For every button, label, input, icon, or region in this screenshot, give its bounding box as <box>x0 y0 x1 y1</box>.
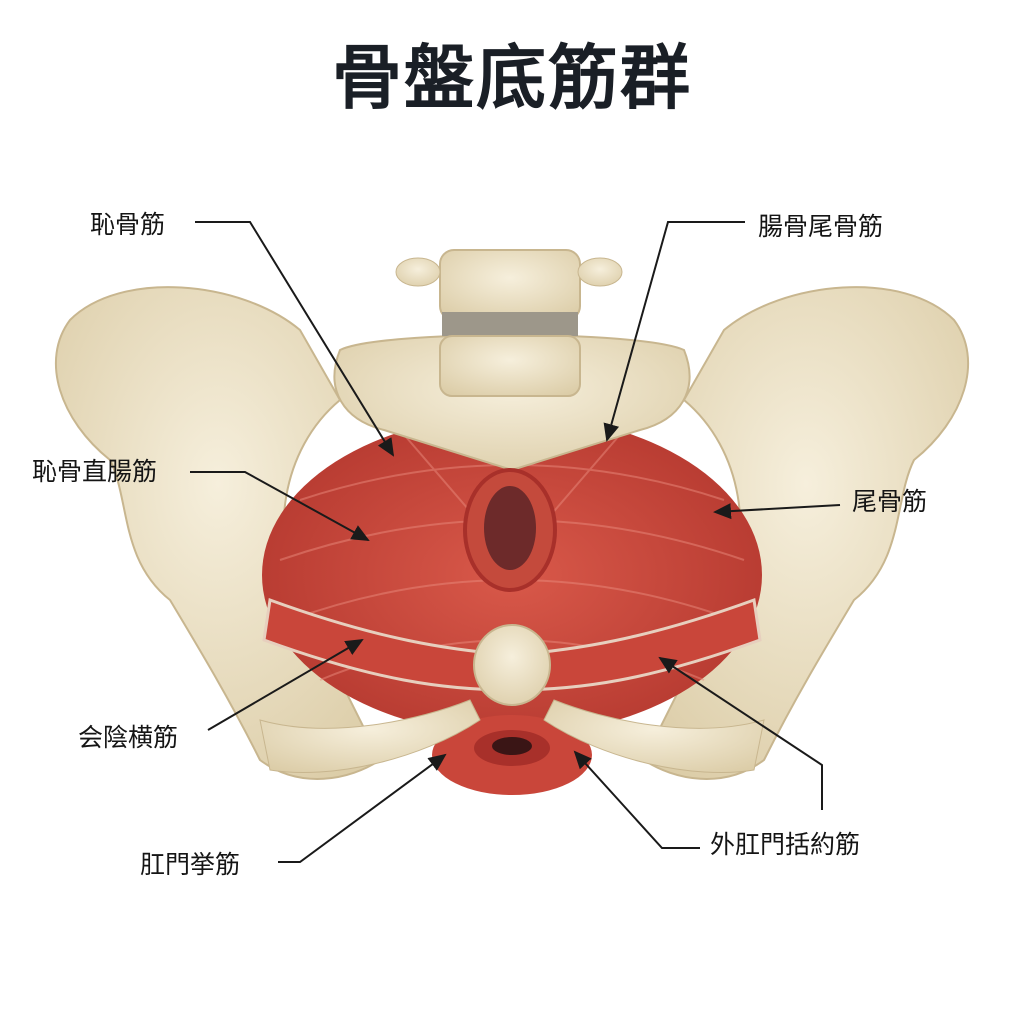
label-transverse-perineal: 会陰横筋 <box>78 723 179 752</box>
leader-external-anal-sphincter-2 <box>658 656 823 810</box>
label-puborectalis: 恥骨直腸筋 <box>32 457 158 486</box>
leader-pubococcygeus <box>195 221 395 457</box>
leader-transverse-perineal <box>207 638 364 731</box>
label-iliococcygeus: 腸骨尾骨筋 <box>758 212 884 241</box>
perineal-body <box>473 624 551 706</box>
transverse-perineal-band <box>262 597 762 692</box>
leader-puborectalis <box>190 471 370 541</box>
page-title: 骨盤底筋群 <box>332 36 692 119</box>
label-levator-ani: 肛門挙筋 <box>140 850 241 879</box>
label-pubococcygeus: 恥骨筋 <box>90 210 166 239</box>
pubic-rami <box>259 699 481 774</box>
leader-external-anal-sphincter <box>573 750 700 849</box>
leader-coccygeus <box>713 503 841 520</box>
vertebra <box>439 249 581 321</box>
leader-levator-ani <box>278 753 447 863</box>
label-coccygeus: 尾骨筋 <box>852 487 928 516</box>
leader-iliococcygeus <box>603 221 745 442</box>
intervertebral-disc <box>442 312 578 336</box>
label-external-anal-sphincter: 外肛門括約筋 <box>710 830 861 859</box>
